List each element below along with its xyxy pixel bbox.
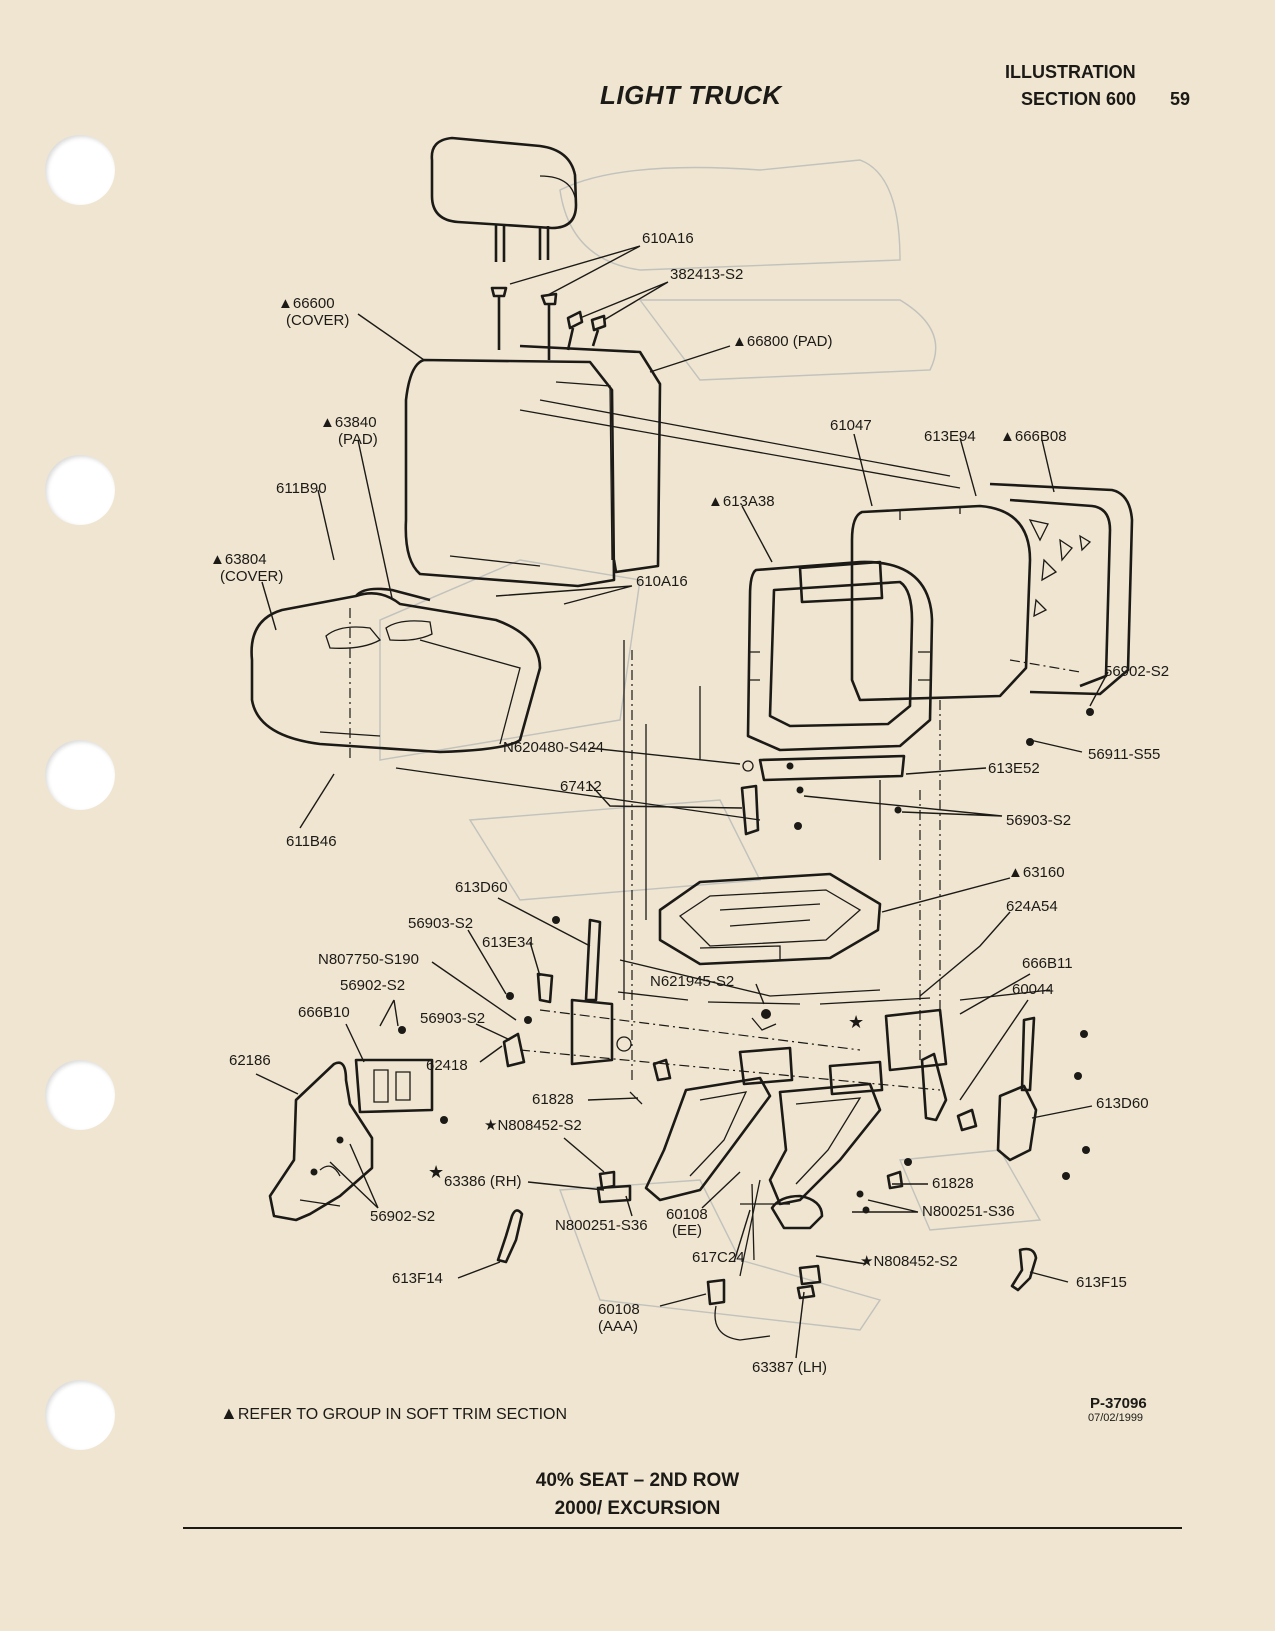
footnote-text: REFER TO GROUP IN SOFT TRIM SECTION <box>237 1406 568 1423</box>
part-label: 613F14 <box>392 1270 443 1287</box>
part-label: 61047 <box>830 417 872 434</box>
seat-cushion-frame <box>658 872 882 966</box>
part-label: 613E52 <box>988 760 1040 777</box>
part-label: 56903-S2 <box>1006 812 1071 829</box>
headrest <box>430 136 578 262</box>
part-label: 60108 <box>666 1206 708 1223</box>
part-label: 56902-S2 <box>370 1208 435 1225</box>
part-label: ▲66800 (PAD) <box>732 333 832 350</box>
part-label: ★N808452-S2 <box>484 1117 582 1134</box>
footnote: ▲REFER TO GROUP IN SOFT TRIM SECTION <box>220 1403 567 1424</box>
binder-hole <box>45 740 115 810</box>
seat-back-pad <box>519 344 662 574</box>
part-labels: 610A16 382413-S2 ▲66600 (COVER) ▲66800 (… <box>210 230 1169 1376</box>
part-label: ▲63804 <box>210 551 267 568</box>
part-label: 61828 <box>532 1091 574 1108</box>
bottom-rule <box>183 1527 1182 1529</box>
part-label: 610A16 <box>636 573 688 590</box>
part-label: 617C24 <box>692 1249 745 1266</box>
part-label: 611B90 <box>276 480 327 497</box>
part-label: (AAA) <box>598 1318 638 1335</box>
binder-hole <box>45 1380 115 1450</box>
right-recliner-arm <box>856 989 1090 1214</box>
part-label: 62186 <box>229 1052 271 1069</box>
seat-cushion <box>250 587 542 754</box>
seat-tracks <box>644 1046 884 1230</box>
caption-line-2: 2000/ EXCURSION <box>554 1498 721 1519</box>
page-number: 59 <box>1170 89 1191 109</box>
part-label: 67412 <box>560 778 602 795</box>
part-label: 56903-S2 <box>420 1010 485 1027</box>
part-label: 56903-S2 <box>408 915 473 932</box>
lower-fasteners: ★ ★ <box>428 959 1038 1341</box>
part-label: (PAD) <box>338 431 378 448</box>
binder-hole <box>45 1060 115 1130</box>
part-label: 613D60 <box>1096 1095 1149 1112</box>
triangle-icon: ▲ <box>220 1403 238 1423</box>
part-label: N800251-S36 <box>922 1203 1015 1220</box>
part-label: 613F15 <box>1076 1274 1127 1291</box>
side-shield-left <box>268 1026 448 1222</box>
part-label: 610A16 <box>642 230 694 247</box>
part-label: 613D60 <box>455 879 508 896</box>
seat-back-cover <box>404 358 616 588</box>
illustration-part-number: P-37096 <box>1090 1395 1147 1412</box>
part-label: 666B10 <box>298 1004 350 1021</box>
part-label: N807750-S190 <box>318 951 419 968</box>
part-label: ▲63160 <box>1008 864 1065 881</box>
part-label: (COVER) <box>220 568 283 585</box>
illustration-date: 07/02/1999 <box>1088 1412 1144 1424</box>
part-label: (COVER) <box>286 312 349 329</box>
leader-lines <box>255 245 1109 1359</box>
back-panel <box>850 482 1134 702</box>
part-label: 382413-S2 <box>670 266 743 283</box>
section-heading: SECTION 600 <box>1021 89 1137 109</box>
part-label: 56902-S2 <box>340 977 405 994</box>
panel-fasteners <box>786 708 1094 814</box>
part-label: 61828 <box>932 1175 974 1192</box>
part-label: (EE) <box>672 1222 702 1239</box>
part-label: ★N808452-S2 <box>860 1253 958 1270</box>
part-label: ▲666B08 <box>1000 428 1067 445</box>
svg-text:★: ★ <box>428 1162 444 1182</box>
part-label: 56902-S2 <box>1104 663 1169 680</box>
part-label: 60108 <box>598 1301 640 1318</box>
part-label: ▲66600 <box>278 295 335 312</box>
part-label: ▲613A38 <box>708 493 775 510</box>
part-label: 62418 <box>426 1057 468 1074</box>
alignment-lines <box>349 399 961 1091</box>
part-label: N620480-S424 <box>503 739 604 756</box>
part-label: 613E34 <box>482 934 534 951</box>
illustration-heading: ILLUSTRATION <box>1005 62 1136 82</box>
part-label: N800251-S36 <box>555 1217 648 1234</box>
part-label: 56911-S55 <box>1088 746 1160 763</box>
part-label: 611B46 <box>286 833 337 850</box>
caption-line-1: 40% SEAT – 2ND ROW <box>535 1470 740 1491</box>
part-label: ▲63840 <box>320 414 377 431</box>
recliner-handle <box>740 760 802 836</box>
part-label: 60044 <box>1012 981 1054 998</box>
part-label: 63386 (RH) <box>444 1173 522 1190</box>
part-label: N621945-S2 <box>650 973 734 990</box>
binder-hole <box>45 455 115 525</box>
binder-hole <box>45 135 115 205</box>
part-label: 624A54 <box>1006 898 1058 915</box>
part-label: 666B11 <box>1022 955 1073 972</box>
svg-text:★: ★ <box>848 1012 864 1032</box>
part-label: 63387 (LH) <box>752 1359 827 1376</box>
page-title: LIGHT TRUCK <box>600 80 782 110</box>
headrest-guides <box>490 286 607 360</box>
part-label: 613E94 <box>924 428 976 445</box>
seat-back-frame <box>746 560 934 782</box>
